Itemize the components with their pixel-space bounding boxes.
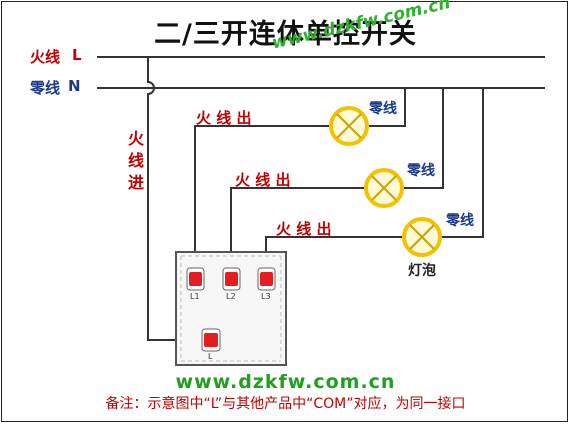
neutral-line-letter: N <box>68 77 81 95</box>
terminal-l1-label: L1 <box>190 292 200 301</box>
neutral-label-3: 零线 <box>446 213 474 229</box>
diagram-title: 二/三开连体单控开关 <box>154 19 417 50</box>
live-out-wire-2 <box>230 187 365 270</box>
live-in-label-1: 火 <box>128 129 145 148</box>
bulb-icon-3 <box>402 217 442 257</box>
live-in-label-3: 进 <box>128 173 145 192</box>
live-line-letter: L <box>72 46 82 64</box>
terminal-l-label: L <box>208 352 213 361</box>
bulb-icon-2 <box>364 168 404 208</box>
terminal-l3-label: L3 <box>261 292 271 301</box>
live-out-label-2: 火 线 出 <box>235 171 291 189</box>
terminal-l-icon <box>201 328 221 352</box>
neutral-line-label: 零线 <box>30 79 61 97</box>
terminal-l3-icon <box>257 267 276 291</box>
terminal-l2-icon <box>222 267 241 291</box>
bulb-icon-1 <box>329 106 369 146</box>
live-out-label-1: 火 线 出 <box>196 109 252 127</box>
terminal-l2-label: L2 <box>226 292 236 301</box>
live-in-label-2: 线 <box>128 151 145 170</box>
bulb-label: 灯泡 <box>408 263 436 279</box>
neutral-wire-2 <box>403 88 444 189</box>
neutral-wire-1 <box>368 88 406 127</box>
footnote: 备注：示意图中“L”与其他产品中“COM”对应，为同一接口 <box>105 396 466 412</box>
live-out-label-3: 火 线 出 <box>276 220 332 238</box>
live-in-wire <box>147 57 205 341</box>
terminal-l1-icon <box>186 267 205 291</box>
live-out-wire-1 <box>194 125 330 270</box>
neutral-label-2: 零线 <box>407 163 435 179</box>
neutral-label-1: 零线 <box>369 101 397 117</box>
live-line-label: 火线 <box>30 48 61 66</box>
watermark-bottom: www.dzkfw.com.cn <box>175 371 396 393</box>
neutral-wire-3 <box>441 88 484 238</box>
